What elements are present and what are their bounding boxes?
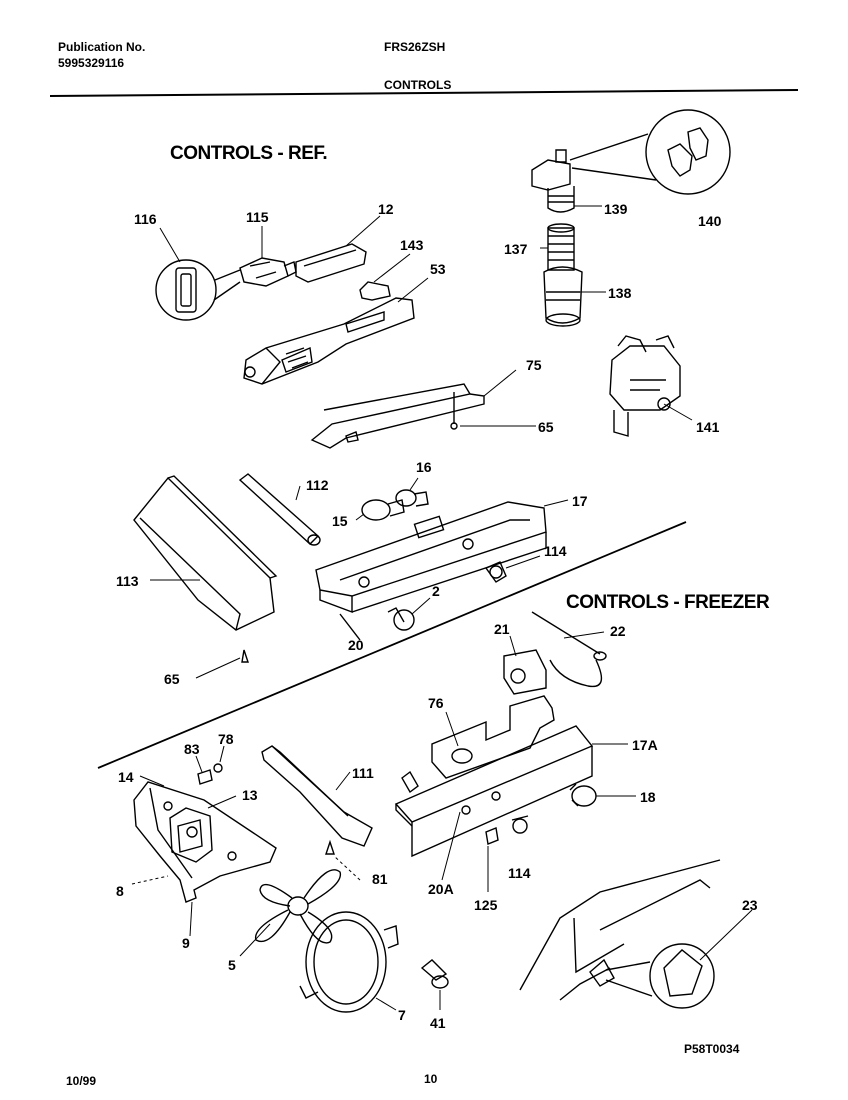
callout-141: 141 [696, 419, 720, 435]
part-22-capillary [531, 611, 607, 688]
part-116-window-circle [155, 259, 241, 321]
section-divider [97, 521, 687, 769]
callout-20: 20 [348, 637, 364, 653]
part-78-part [213, 763, 223, 773]
callout-53: 53 [430, 261, 446, 277]
callout-65-upper: 65 [538, 419, 554, 435]
part-139-filter-head [531, 149, 575, 213]
part-112-light-tube [238, 473, 321, 546]
callout-13: 13 [242, 787, 258, 803]
callout-138: 138 [608, 285, 632, 301]
header-rule [49, 89, 799, 97]
publication-number: 5995329116 [58, 56, 125, 70]
drawing-code: P58T0034 [684, 1042, 740, 1056]
part-12-light-cover [295, 243, 367, 283]
callout-112: 112 [306, 477, 329, 493]
part-115-light-socket [239, 257, 297, 287]
part-16-bulb [395, 489, 429, 507]
callout-137: 137 [504, 241, 528, 257]
callout-18: 18 [640, 789, 656, 805]
part-20-lens [339, 613, 361, 641]
callout-7: 7 [398, 1007, 406, 1023]
part-125-switch [485, 827, 499, 845]
callout-76: 76 [428, 695, 444, 711]
callout-143: 143 [400, 237, 424, 253]
part-17-control-box [315, 501, 547, 614]
part-83-part [197, 769, 213, 785]
callout-5: 5 [228, 957, 236, 973]
part-18-knob [569, 783, 597, 807]
publication-label: Publication No. [58, 40, 146, 54]
callout-8: 8 [116, 883, 124, 899]
ref-section-title: CONTROLS - REF. [170, 143, 328, 164]
part-81-screw [325, 839, 335, 855]
callout-22: 22 [610, 623, 626, 639]
callout-15: 15 [332, 513, 348, 529]
callout-9: 9 [182, 935, 190, 951]
footer-date: 10/99 [66, 1074, 97, 1088]
callout-115: 115 [246, 209, 269, 225]
callout-17a: 17A [632, 737, 658, 753]
part-137-filter-cartridge [547, 223, 575, 271]
part-5-fan-blade [254, 869, 342, 944]
freezer-section-title: CONTROLS - FREEZER [566, 592, 770, 613]
part-141-water-valve [609, 335, 681, 437]
part-75-bracket [310, 383, 485, 449]
callout-114-upper: 114 [544, 543, 567, 559]
part-2-knob [387, 607, 415, 631]
callout-65-lower: 65 [164, 671, 180, 687]
part-114-switch-lower [511, 815, 529, 834]
part-7-fan-shroud [299, 911, 399, 1013]
callout-111: 111 [352, 765, 374, 781]
part-21-thermostat [503, 649, 547, 695]
callout-116: 116 [134, 211, 157, 227]
leader-lines [131, 205, 753, 1011]
callout-23: 23 [742, 897, 758, 913]
callout-12: 12 [378, 201, 394, 217]
part-13-fan-motor [169, 807, 213, 863]
callout-17: 17 [572, 493, 588, 509]
callout-78: 78 [218, 731, 234, 747]
part-65-screw-upper [450, 392, 458, 430]
callout-139: 139 [604, 201, 628, 217]
callout-75: 75 [526, 357, 542, 373]
callout-125: 125 [474, 897, 498, 913]
part-114-switch-upper [484, 561, 507, 583]
callout-2: 2 [432, 583, 440, 599]
callout-14: 14 [118, 769, 134, 785]
section-heading: CONTROLS [384, 78, 452, 92]
model-number: FRS26ZSH [384, 40, 446, 54]
callout-114-lower: 114 [508, 865, 531, 881]
callout-16: 16 [416, 459, 432, 475]
part-138-filter-housing [543, 266, 583, 327]
callout-81: 81 [372, 871, 388, 887]
callout-83: 83 [184, 741, 200, 757]
callout-labels: 116 115 12 143 53 139 140 137 138 75 65 … [116, 201, 758, 1031]
callout-20a: 20A [428, 881, 454, 897]
part-17a-control-box [394, 725, 594, 858]
part-53-control-housing [243, 297, 415, 385]
part-65-screw-lower [241, 649, 249, 663]
callout-21: 21 [494, 621, 510, 637]
part-143-clip [359, 281, 391, 301]
callout-41: 41 [430, 1015, 446, 1031]
part-111-bracket [261, 745, 373, 847]
part-41-screw [420, 959, 449, 989]
part-23-cabinet-detail [519, 859, 721, 1009]
callout-113: 113 [116, 573, 139, 589]
page-number: 10 [424, 1072, 438, 1086]
part-14-bracket [133, 781, 277, 903]
part-76-bracket [431, 695, 555, 779]
part-140-fittings-circle [569, 109, 731, 195]
part-113-shield [133, 475, 278, 631]
callout-140: 140 [698, 213, 722, 229]
